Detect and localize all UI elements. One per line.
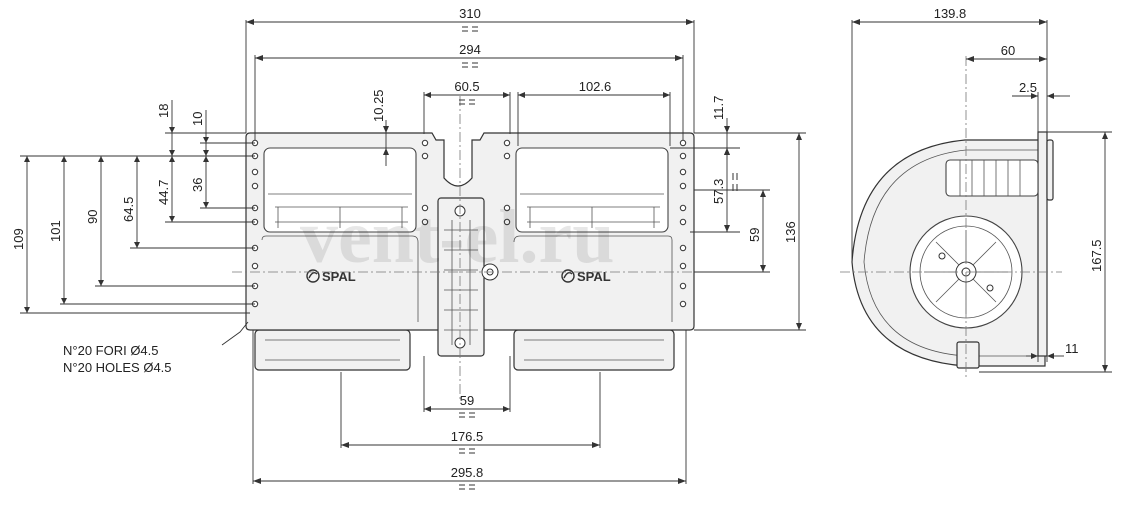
holes-note-it: N°20 FORI Ø4.5 <box>63 343 159 358</box>
side-connector <box>956 341 980 369</box>
dim-57-3: 57.3 <box>711 179 726 204</box>
dim-bottom-176-5: 176.5 <box>451 429 484 444</box>
front-dimensions: 310 294 60.5 102.6 10.25 11.7 57.3 <box>11 6 806 490</box>
watermark-text: vent-el.ru <box>300 195 614 279</box>
dim-holes-spacing: 294 <box>459 42 481 57</box>
dim-side-2-5: 2.5 <box>1019 80 1037 95</box>
dim-44-7: 44.7 <box>156 180 171 205</box>
holes-note-en: N°20 HOLES Ø4.5 <box>63 360 172 375</box>
dim-bottom-295-8: 295.8 <box>451 465 484 480</box>
dim-59-right: 59 <box>747 228 762 242</box>
right-logo-text: SPAL <box>577 269 611 284</box>
mounting-holes <box>251 139 687 308</box>
left-logo-text: SPAL <box>322 269 356 284</box>
dim-36: 36 <box>190 178 205 192</box>
dim-64-5: 64.5 <box>121 197 136 222</box>
dim-height-136: 136 <box>783 221 798 243</box>
dim-90: 90 <box>85 210 100 224</box>
dim-10: 10 <box>190 112 205 126</box>
left-lower-housing <box>254 329 411 371</box>
dim-side-depth: 139.8 <box>934 6 967 21</box>
dim-total-width: 310 <box>459 6 481 21</box>
dim-side-60: 60 <box>1001 43 1015 58</box>
dim-11-7: 11.7 <box>711 96 726 120</box>
right-lower-housing <box>513 329 675 371</box>
right-outlet <box>515 147 669 233</box>
left-outlet <box>263 147 417 233</box>
dim-outlet-width: 102.6 <box>579 79 612 94</box>
dim-109: 109 <box>11 228 26 250</box>
dim-bottom-59: 59 <box>460 393 474 408</box>
dim-side-height: 167.5 <box>1089 239 1104 272</box>
dim-10-25: 10.25 <box>371 89 386 122</box>
dim-101: 101 <box>48 220 63 242</box>
side-flange <box>1037 131 1048 357</box>
right-spal-logo: SPAL <box>561 269 611 284</box>
side-dimensions: 139.8 60 2.5 167.5 11 <box>851 6 1112 373</box>
dim-18: 18 <box>156 104 171 118</box>
left-spal-logo: SPAL <box>306 269 356 284</box>
dim-center-gap: 60.5 <box>454 79 479 94</box>
front-view: SPAL SPAL <box>232 96 708 400</box>
side-view <box>840 56 1062 380</box>
dim-side-11: 11 <box>1065 341 1079 356</box>
motor-can <box>945 159 1039 197</box>
